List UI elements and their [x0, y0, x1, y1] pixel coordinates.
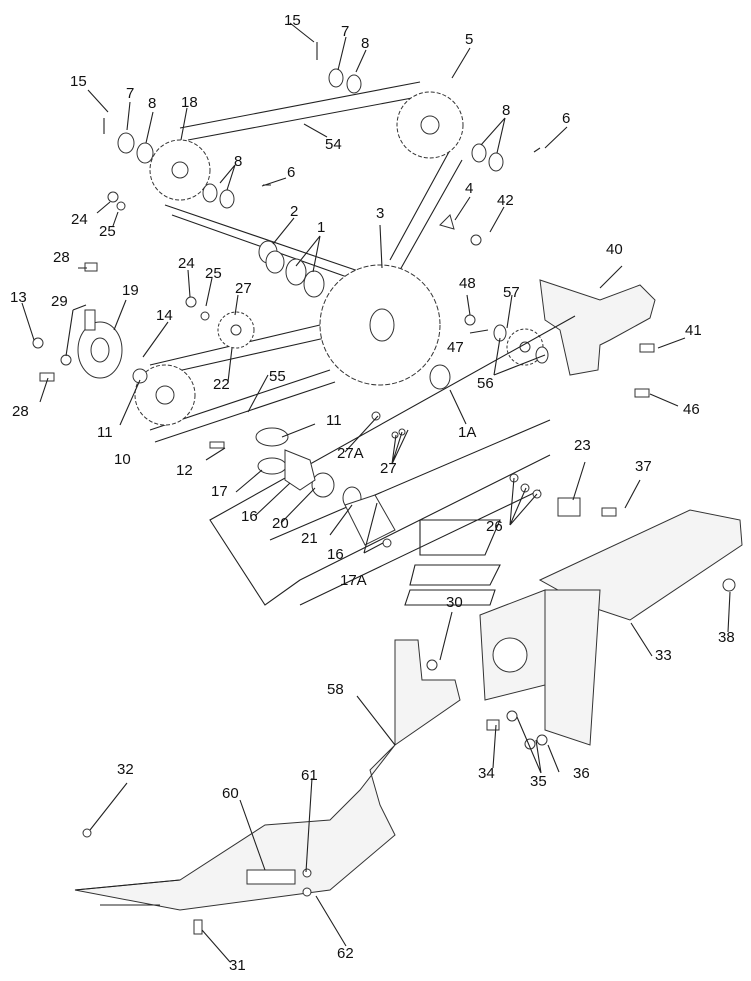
callout-61: 61 — [301, 767, 318, 784]
callout-36: 36 — [573, 765, 590, 782]
hardware — [32, 42, 655, 449]
callout-48: 48 — [459, 275, 476, 292]
callout-6: 6 — [287, 164, 296, 181]
callout-20: 20 — [272, 515, 289, 532]
callout-29: 29 — [51, 293, 68, 310]
callout-42: 42 — [497, 192, 514, 209]
callout-15: 15 — [284, 12, 301, 29]
callout-54: 54 — [325, 136, 342, 153]
callout-57: 57 — [503, 284, 520, 301]
callout-6: 6 — [562, 110, 571, 127]
callout-3: 3 — [376, 205, 385, 222]
callout-21: 21 — [301, 530, 318, 547]
callout-24: 24 — [71, 211, 88, 228]
callout-8: 8 — [502, 102, 511, 119]
shield-panels — [209, 315, 576, 606]
callout-18: 18 — [181, 94, 198, 111]
callout-17A: 17A — [340, 572, 367, 589]
callout-24: 24 — [178, 255, 195, 272]
callout-5: 5 — [465, 31, 474, 48]
callout-47: 47 — [447, 339, 464, 356]
callout-16: 16 — [327, 546, 344, 563]
bracket-40 — [539, 279, 656, 376]
callout-12: 12 — [176, 462, 193, 479]
sprocket-22 — [217, 311, 255, 349]
callout-62: 62 — [337, 945, 354, 962]
callout-13: 13 — [10, 289, 27, 306]
callout-8: 8 — [361, 35, 370, 52]
callout-58: 58 — [327, 681, 344, 698]
sprocket-10 — [134, 364, 196, 426]
callout-28: 28 — [53, 249, 70, 266]
callout-34: 34 — [478, 765, 495, 782]
bearing-19 — [77, 309, 123, 379]
callout-55: 55 — [269, 368, 286, 385]
callout-1: 1 — [317, 219, 326, 236]
callout-32: 32 — [117, 761, 134, 778]
sprocket-18 — [149, 139, 211, 201]
callout-2: 2 — [290, 203, 299, 220]
sprocket-3 — [319, 264, 441, 386]
callout-11: 11 — [326, 412, 342, 429]
callout-14: 14 — [156, 307, 173, 324]
callout-35: 35 — [530, 773, 547, 790]
callout-27: 27 — [235, 280, 252, 297]
callout-56: 56 — [477, 375, 494, 392]
callout-27A: 27A — [337, 445, 364, 462]
housing-33 — [479, 497, 743, 746]
callout-8: 8 — [148, 95, 157, 112]
callout-22: 22 — [213, 376, 230, 393]
callout-17: 17 — [211, 483, 228, 500]
callout-15: 15 — [70, 73, 87, 90]
callout-10: 10 — [114, 451, 131, 468]
frame-58 — [74, 639, 548, 935]
callout-7: 7 — [126, 85, 135, 102]
callout-8: 8 — [234, 153, 243, 170]
callout-1A: 1A — [458, 424, 477, 441]
callout-30: 30 — [446, 594, 463, 611]
callout-40: 40 — [606, 241, 623, 258]
callout-41: 41 — [685, 322, 702, 339]
callout-23: 23 — [574, 437, 591, 454]
callout-19: 19 — [122, 282, 139, 299]
callout-4: 4 — [465, 180, 474, 197]
callout-31: 31 — [229, 957, 246, 974]
callout-46: 46 — [683, 401, 700, 418]
callout-37: 37 — [635, 458, 652, 475]
callout-7: 7 — [341, 23, 350, 40]
leader-lines — [21, 22, 731, 963]
callout-25: 25 — [99, 223, 116, 240]
callout-25: 25 — [205, 265, 222, 282]
callout-28: 28 — [12, 403, 29, 420]
callout-38: 38 — [718, 629, 735, 646]
callout-60: 60 — [222, 785, 239, 802]
callout-16: 16 — [241, 508, 258, 525]
callout-11: 11 — [97, 424, 113, 441]
washers — [117, 68, 549, 390]
callout-26: 26 — [486, 518, 503, 535]
callout-33: 33 — [655, 647, 672, 664]
callout-27: 27 — [380, 460, 397, 477]
sprocket-5 — [396, 91, 464, 159]
